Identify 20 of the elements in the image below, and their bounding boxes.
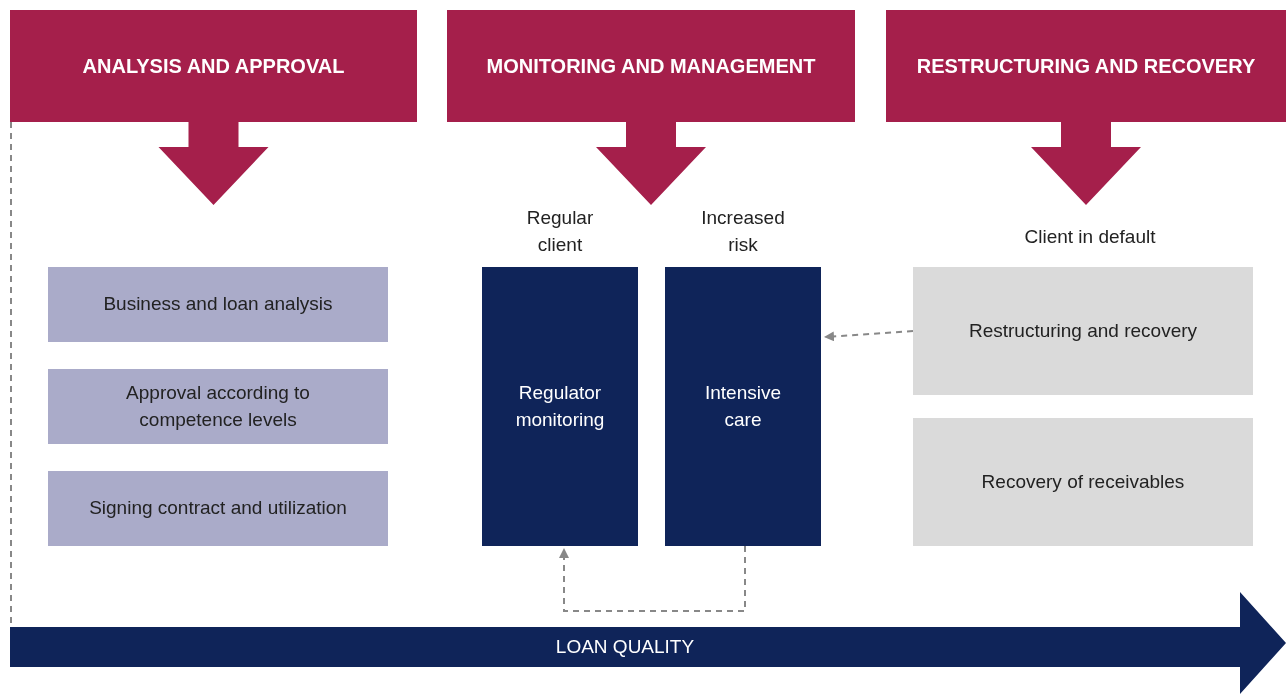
- process-box: Regulator monitoring: [482, 267, 638, 546]
- dashed-arrow: [824, 330, 914, 342]
- status-label: Regular client: [525, 206, 595, 257]
- process-box: Intensive care: [665, 267, 821, 546]
- block-arrow: [1031, 122, 1141, 205]
- block-arrow: [596, 122, 706, 205]
- process-box: Approval according to competence levels: [48, 369, 388, 444]
- process-box: Restructuring and recovery: [913, 267, 1253, 395]
- quality-arrow: [10, 592, 1286, 694]
- process-box: Signing contract and utilization: [48, 471, 388, 546]
- band-label: LOAN QUALITY: [554, 635, 696, 659]
- phase-header: RESTRUCTURING AND RECOVERY: [886, 10, 1286, 122]
- phase-header: ANALYSIS AND APPROVAL: [10, 10, 417, 122]
- process-box: Business and loan analysis: [48, 267, 388, 342]
- phase-header: MONITORING AND MANAGEMENT: [447, 10, 855, 122]
- dashed-arrow: [559, 545, 746, 612]
- process-box: Recovery of receivables: [913, 418, 1253, 546]
- block-arrow: [158, 122, 269, 205]
- status-label: Client in default: [1023, 225, 1157, 249]
- status-label: Increased risk: [700, 206, 786, 257]
